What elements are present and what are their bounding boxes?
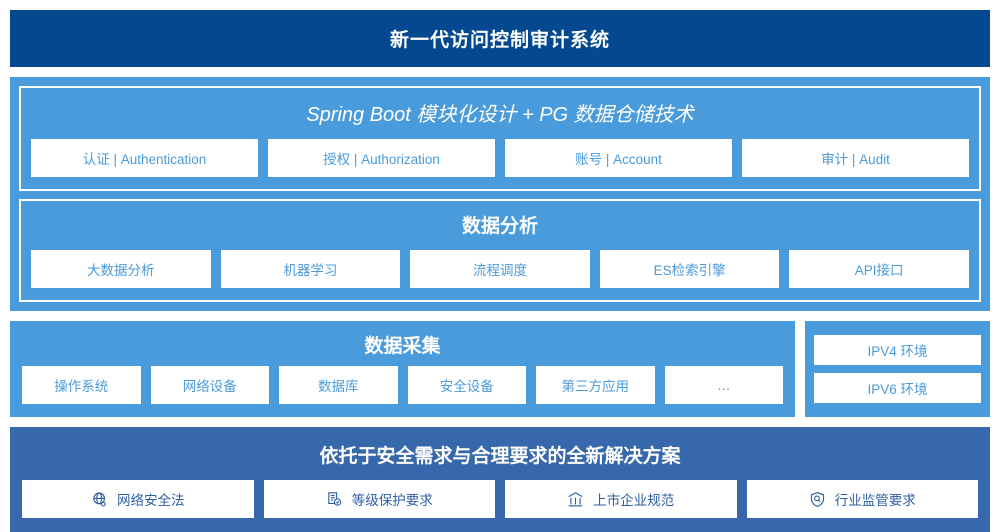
chip-label: 行业监管要求 — [834, 493, 916, 508]
chip-account[interactable]: 账号 | Account — [505, 139, 732, 177]
chip-classified-protection[interactable]: 等级保护要求 — [263, 480, 495, 518]
chip-network-device[interactable]: 网络设备 — [150, 366, 269, 404]
chip-industry-regulation[interactable]: 行业监管要求 — [746, 480, 978, 518]
globe-network-icon — [91, 491, 108, 508]
analytics-panel-title: 数据分析 — [461, 216, 538, 237]
collection-row: 数据采集 操作系统 网络设备 数据库 安全设备 第三方应用 … IPV4 环境 … — [10, 321, 990, 417]
page-header: 新一代访问控制审计系统 — [10, 10, 990, 67]
chip-security-device[interactable]: 安全设备 — [407, 366, 526, 404]
chip-label: 网络安全法 — [117, 493, 185, 508]
chip-operating-system[interactable]: 操作系统 — [22, 366, 141, 404]
chip-process-scheduling[interactable]: 流程调度 — [410, 250, 590, 288]
collection-block: 数据采集 操作系统 网络设备 数据库 安全设备 第三方应用 … — [10, 321, 795, 417]
collection-title: 数据采集 — [364, 336, 441, 357]
chip-authorization[interactable]: 授权 | Authorization — [268, 139, 495, 177]
chip-label: 等级保护要求 — [351, 493, 433, 508]
chip-cybersecurity-law[interactable]: 网络安全法 — [22, 480, 254, 518]
chip-es-search-engine[interactable]: ES检索引擎 — [599, 250, 780, 288]
chip-api-interface[interactable]: API接口 — [789, 250, 969, 288]
platform-panel-title: Spring Boot 模块化设计 + PG 数据仓储技术 — [306, 104, 694, 126]
chip-audit[interactable]: 审计 | Audit — [742, 139, 969, 177]
chip-big-data-analysis[interactable]: 大数据分析 — [31, 250, 211, 288]
chip-ipv4-environment[interactable]: IPV4 环境 — [814, 335, 981, 365]
solution-chip-row: 网络安全法 等级保护要求 — [22, 480, 978, 518]
chip-more-ellipsis[interactable]: … — [664, 366, 783, 404]
chip-machine-learning[interactable]: 机器学习 — [220, 250, 401, 288]
page-title: 新一代访问控制审计系统 — [389, 30, 610, 51]
collection-chip-row: 操作系统 网络设备 数据库 安全设备 第三方应用 … — [22, 366, 783, 404]
platform-panel: Spring Boot 模块化设计 + PG 数据仓储技术 认证 | Authe… — [19, 86, 981, 191]
chip-authentication[interactable]: 认证 | Authentication — [31, 139, 258, 177]
solution-title: 依托于安全需求与合理要求的全新解决方案 — [319, 446, 681, 467]
bank-building-icon — [567, 491, 584, 508]
chip-ipv6-environment[interactable]: IPV6 环境 — [814, 373, 981, 403]
chip-listed-company-standards[interactable]: 上市企业规范 — [505, 480, 737, 518]
chip-database[interactable]: 数据库 — [279, 366, 398, 404]
analytics-panel: 数据分析 大数据分析 机器学习 流程调度 ES检索引擎 API接口 — [19, 199, 981, 302]
platform-chip-row: 认证 | Authentication 授权 | Authorization 账… — [31, 139, 969, 177]
chip-label: 上市企业规范 — [593, 493, 675, 508]
document-check-icon — [326, 491, 343, 508]
chip-third-party-app[interactable]: 第三方应用 — [536, 366, 655, 404]
solution-block: 依托于安全需求与合理要求的全新解决方案 网络安全法 — [10, 427, 990, 532]
environment-block: IPV4 环境 IPV6 环境 — [805, 321, 990, 417]
platform-block: Spring Boot 模块化设计 + PG 数据仓储技术 认证 | Authe… — [10, 77, 990, 311]
analytics-chip-row: 大数据分析 机器学习 流程调度 ES检索引擎 API接口 — [31, 250, 969, 288]
shield-search-icon — [809, 491, 826, 508]
